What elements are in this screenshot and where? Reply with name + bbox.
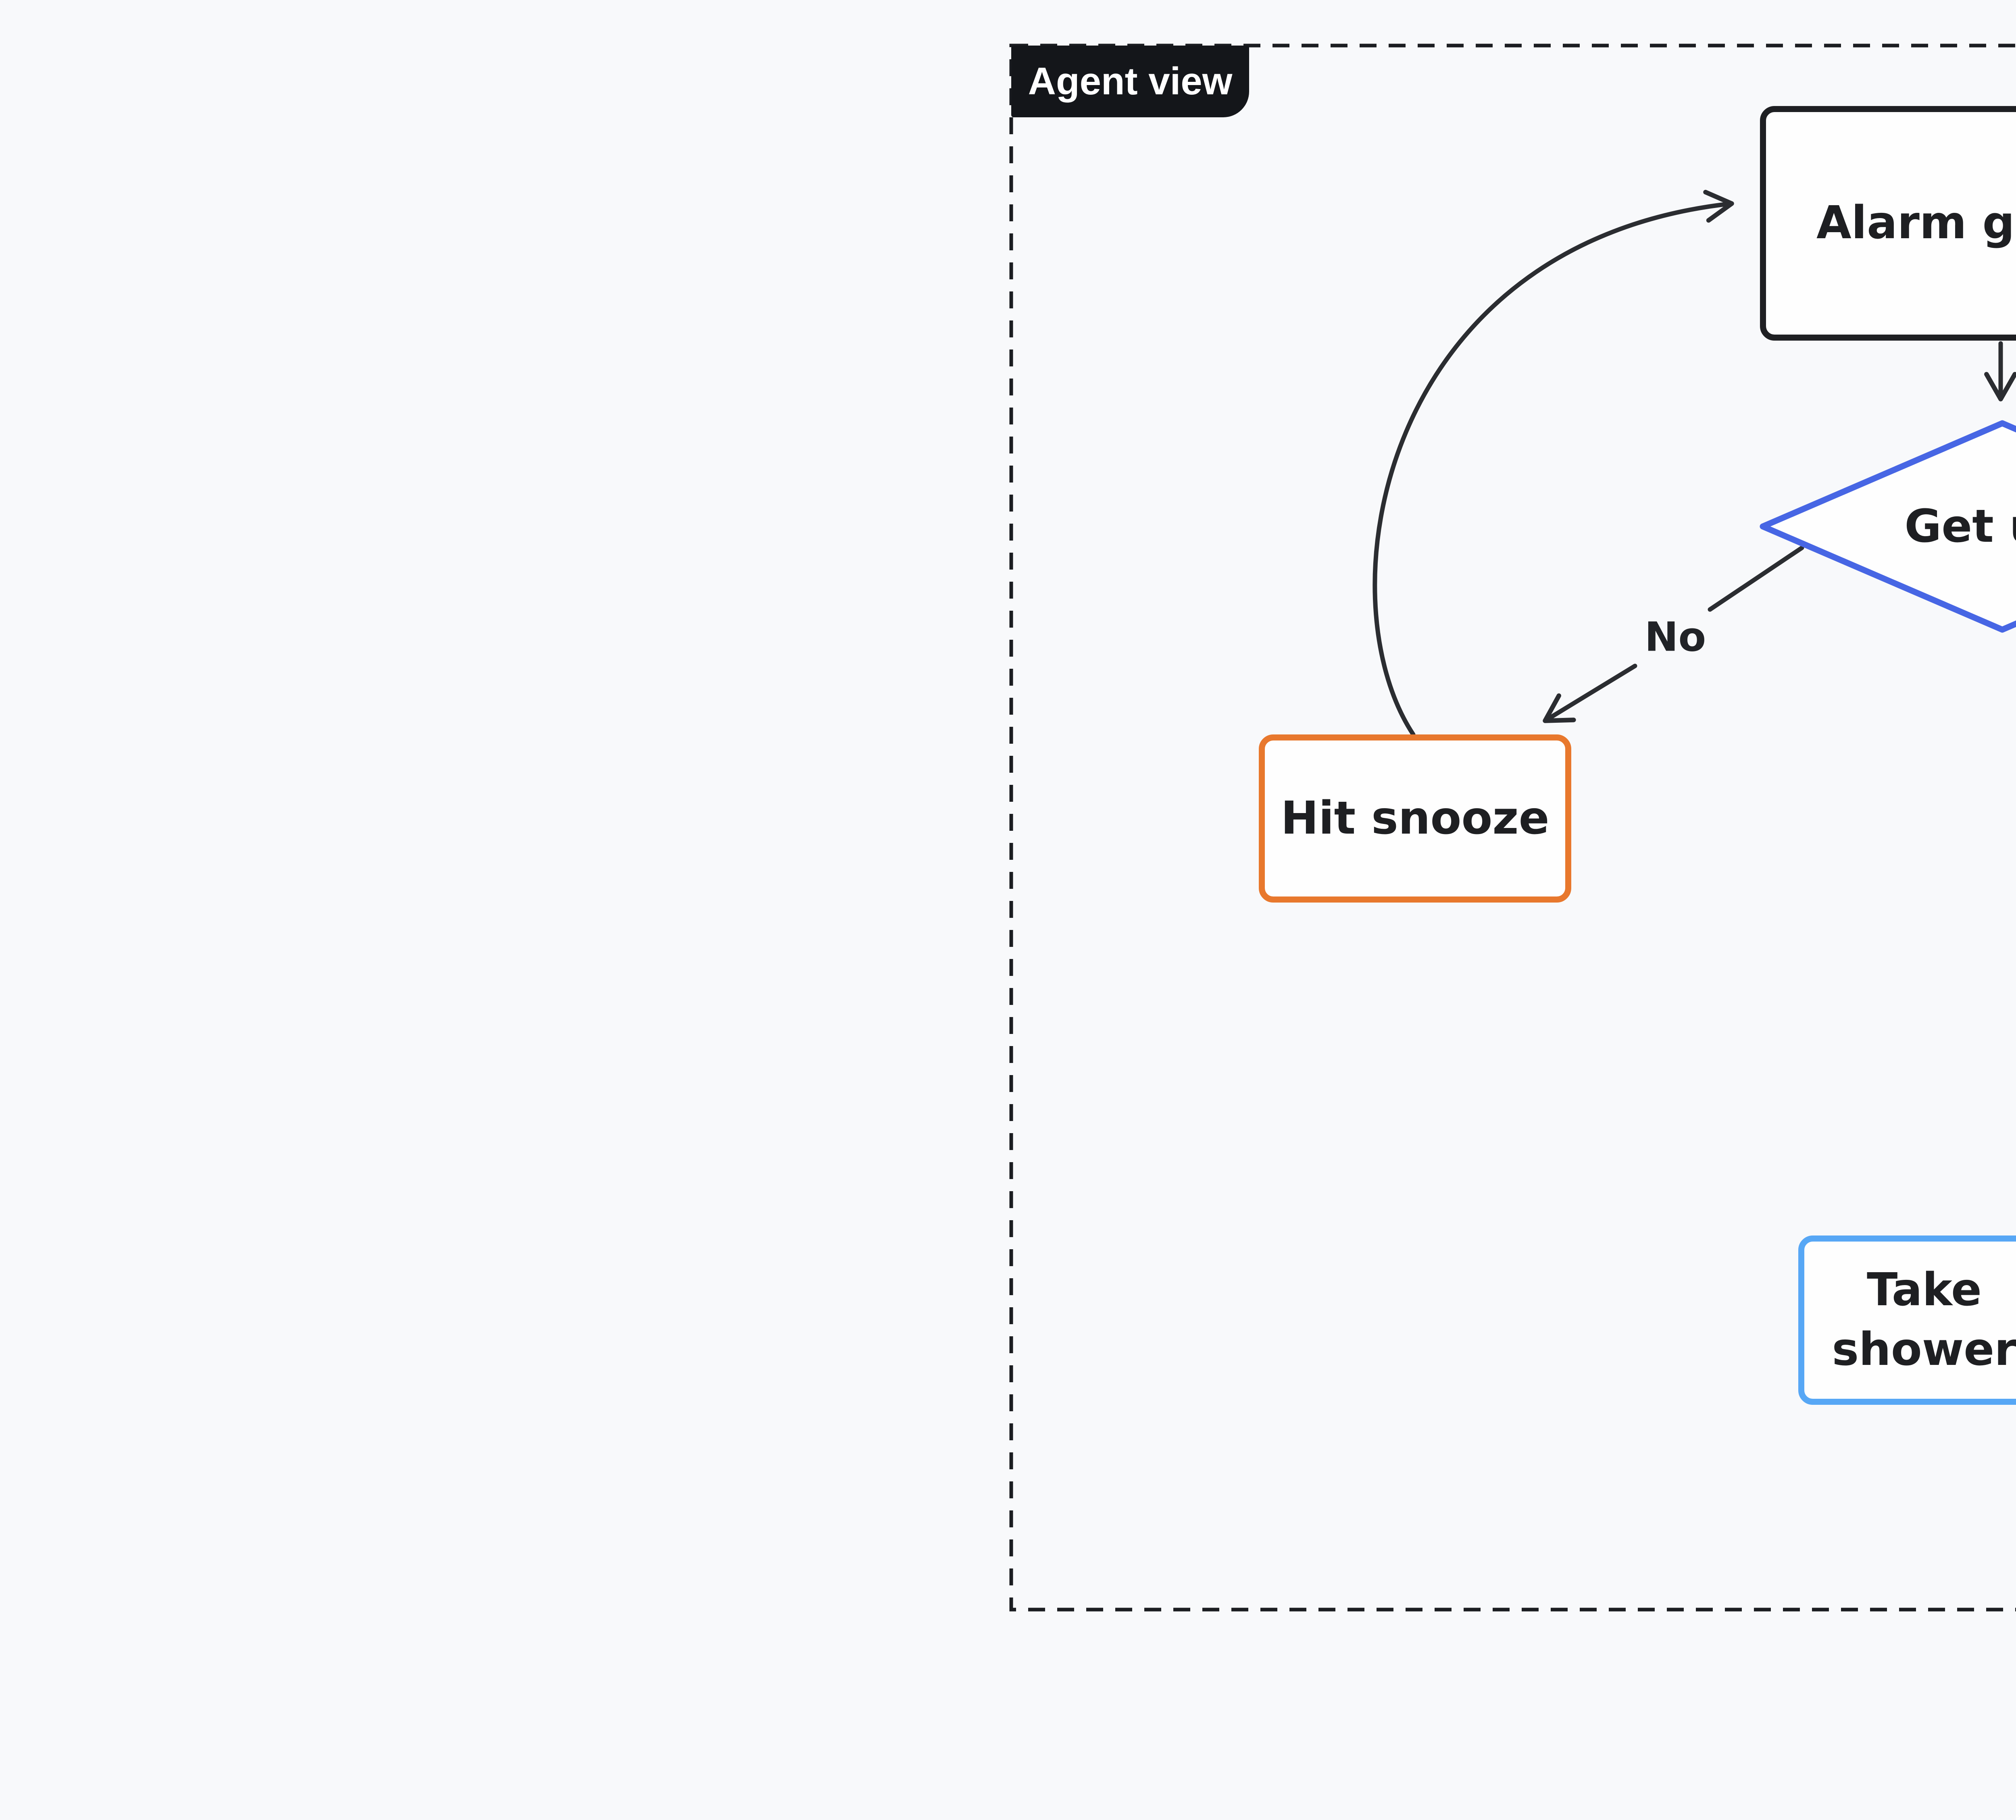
node-alarm-goes-off-label: Alarm goes off xyxy=(1816,197,2016,250)
node-hit-snooze: Hit snooze xyxy=(1259,734,1571,903)
node-hit-snooze-label: Hit snooze xyxy=(1281,792,1549,844)
node-get-up-diamond xyxy=(1760,420,2016,633)
agent-view-frame-border xyxy=(1009,44,2016,1612)
edge-get-up-to-hit-snooze-lower xyxy=(1543,664,1637,723)
agent-view-tag-label: Agent view xyxy=(1028,60,1233,103)
edge-label-get-up-no: No xyxy=(1634,613,1717,661)
edge-get-up-to-hit-snooze-upper xyxy=(1708,545,1804,612)
agent-view-tag: Agent view xyxy=(1011,46,1249,117)
node-get-up-label: Get up? xyxy=(1904,500,2016,553)
node-alarm-goes-off: Alarm goes off xyxy=(1760,106,2016,341)
node-take-shower: Take shower xyxy=(1798,1236,2016,1405)
node-take-shower-label: Take shower xyxy=(1832,1264,2016,1376)
flowchart-edges xyxy=(1372,189,2016,737)
edge-hit-snooze-to-alarm-curve xyxy=(1372,189,1734,737)
